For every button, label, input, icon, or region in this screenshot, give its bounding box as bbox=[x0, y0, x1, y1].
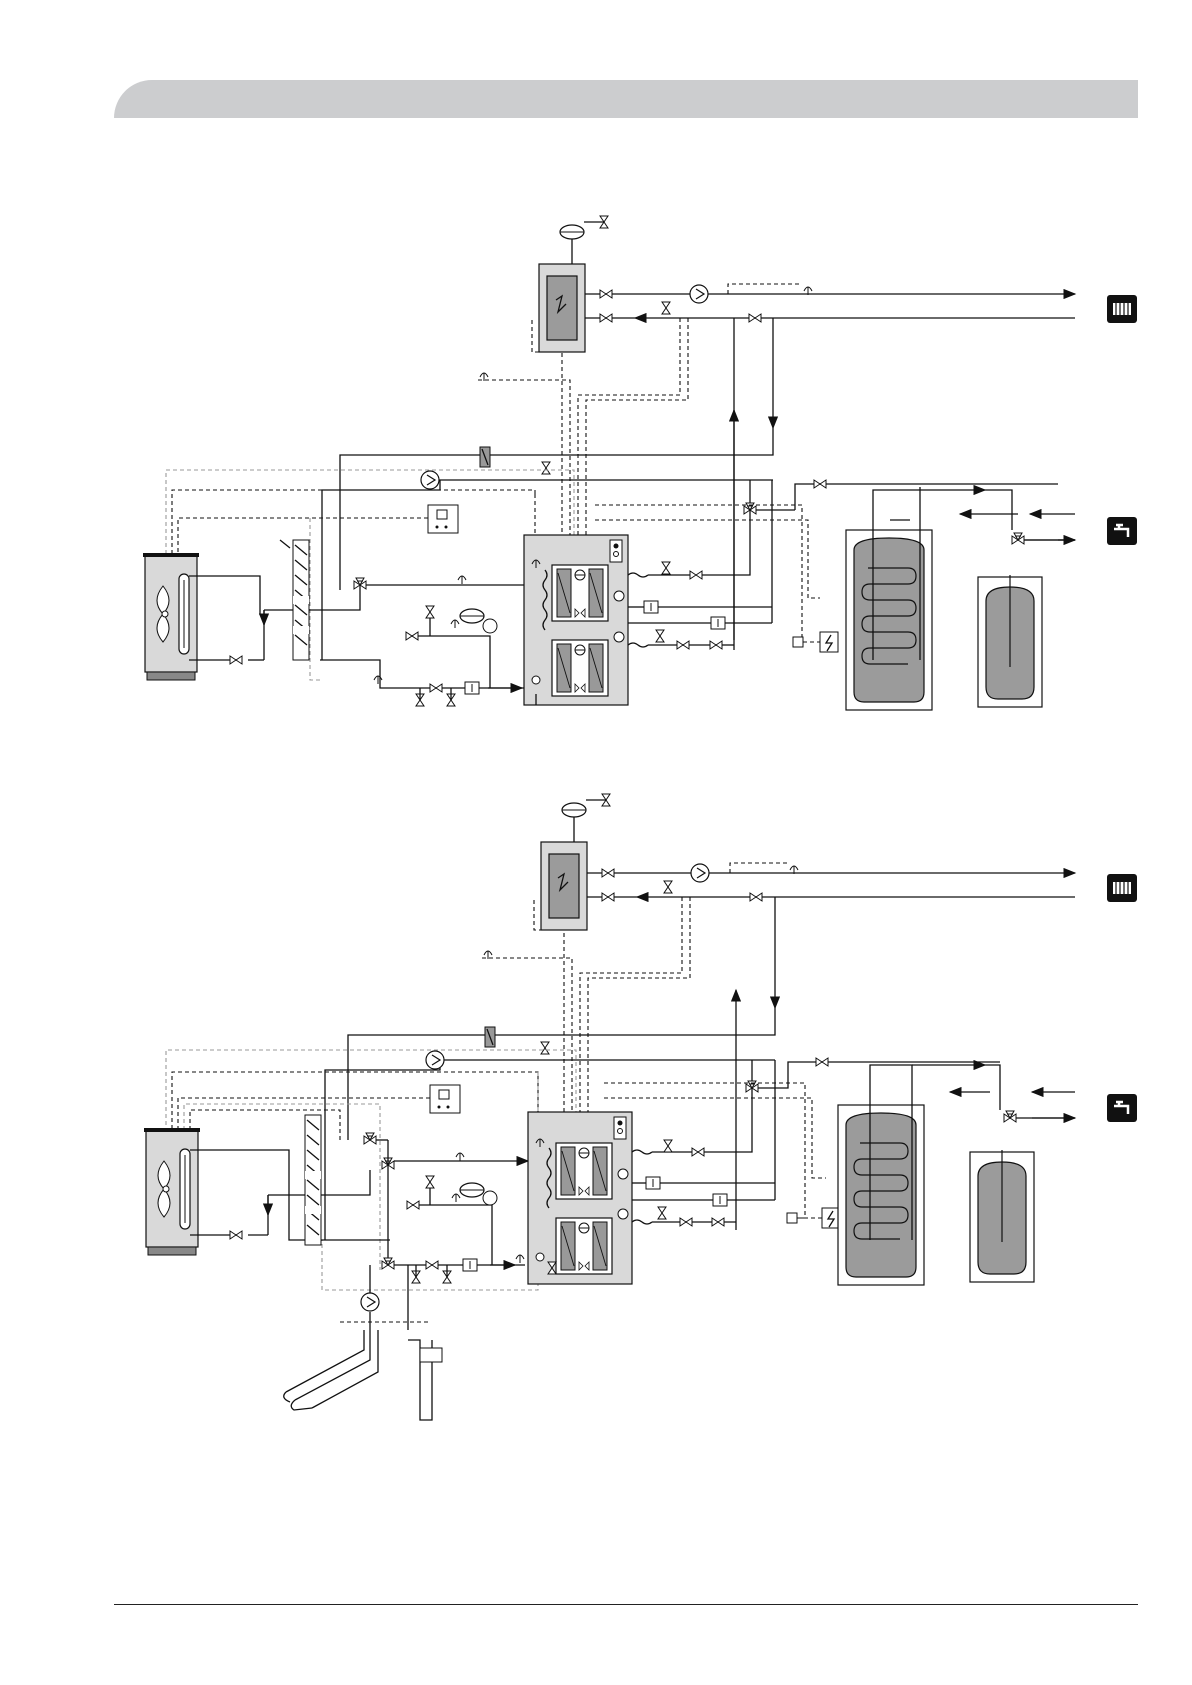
system-diagram-2 bbox=[144, 794, 1137, 1420]
radiator-icon-2 bbox=[1107, 874, 1137, 902]
tap-icon bbox=[1107, 517, 1137, 545]
tap-icon-2 bbox=[1107, 1094, 1137, 1122]
radiator-icon bbox=[1107, 295, 1137, 323]
footer-rule bbox=[114, 1604, 1138, 1605]
buffer-tank bbox=[846, 530, 932, 710]
pump-icon bbox=[690, 285, 708, 303]
fan-icon-2 bbox=[144, 1128, 200, 1255]
buffer-tank-2 bbox=[838, 1105, 924, 1285]
system-diagram-1 bbox=[143, 216, 1137, 710]
fan-icon bbox=[143, 553, 199, 680]
dhw-tank bbox=[978, 575, 1042, 707]
dhw-tank-2 bbox=[970, 1150, 1034, 1282]
expansion-vessel-icon bbox=[560, 225, 584, 239]
